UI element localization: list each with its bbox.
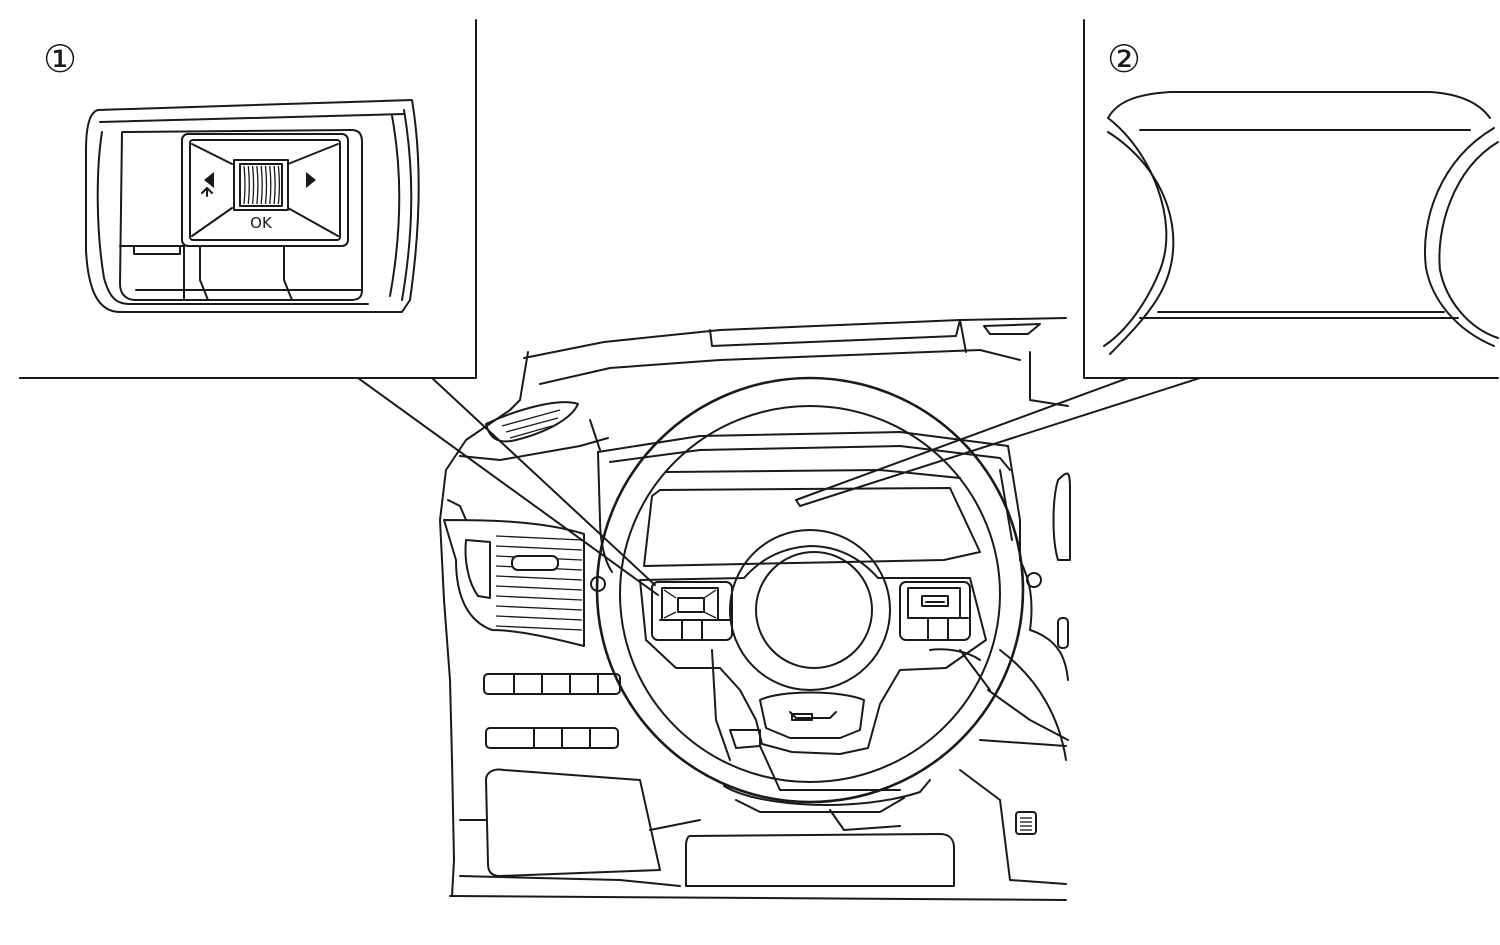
vent-slat — [495, 575, 583, 581]
callout-2-marker: ② — [1107, 37, 1141, 81]
callout-1-switch-panel: OK — [85, 99, 420, 313]
dash-button-row — [485, 727, 619, 749]
steering-wheel — [595, 376, 1025, 804]
wheel-rib — [273, 165, 276, 205]
leader-lines — [19, 377, 1201, 596]
vent-slat — [495, 595, 583, 601]
wheel-rib — [269, 165, 272, 205]
vent-slat — [495, 535, 583, 541]
wheel-rib — [256, 165, 259, 205]
wheel-rib — [251, 165, 255, 205]
vent-slat — [495, 605, 583, 611]
wheel-rib — [247, 165, 250, 205]
vent-slat — [495, 585, 583, 591]
left-arrow-icon — [204, 172, 214, 188]
callout-1-marker: ① — [43, 37, 77, 81]
callout-frames — [19, 19, 1499, 379]
wheel-rib — [243, 165, 246, 205]
wheel-rib — [260, 165, 263, 205]
wheel-rib — [277, 165, 281, 205]
vent-slat — [495, 615, 583, 621]
vent-slat — [495, 545, 583, 551]
dashboard-scene — [439, 317, 1071, 901]
scroll-wheel-icon — [233, 159, 289, 211]
ok-label: OK — [250, 214, 273, 232]
callout-2-meter-display — [1103, 91, 1499, 355]
right-arrow-icon — [306, 172, 316, 188]
back-icon — [201, 187, 213, 197]
dash-button-row — [483, 673, 621, 695]
vent-slat — [495, 625, 583, 631]
wheel-rib — [264, 165, 268, 205]
